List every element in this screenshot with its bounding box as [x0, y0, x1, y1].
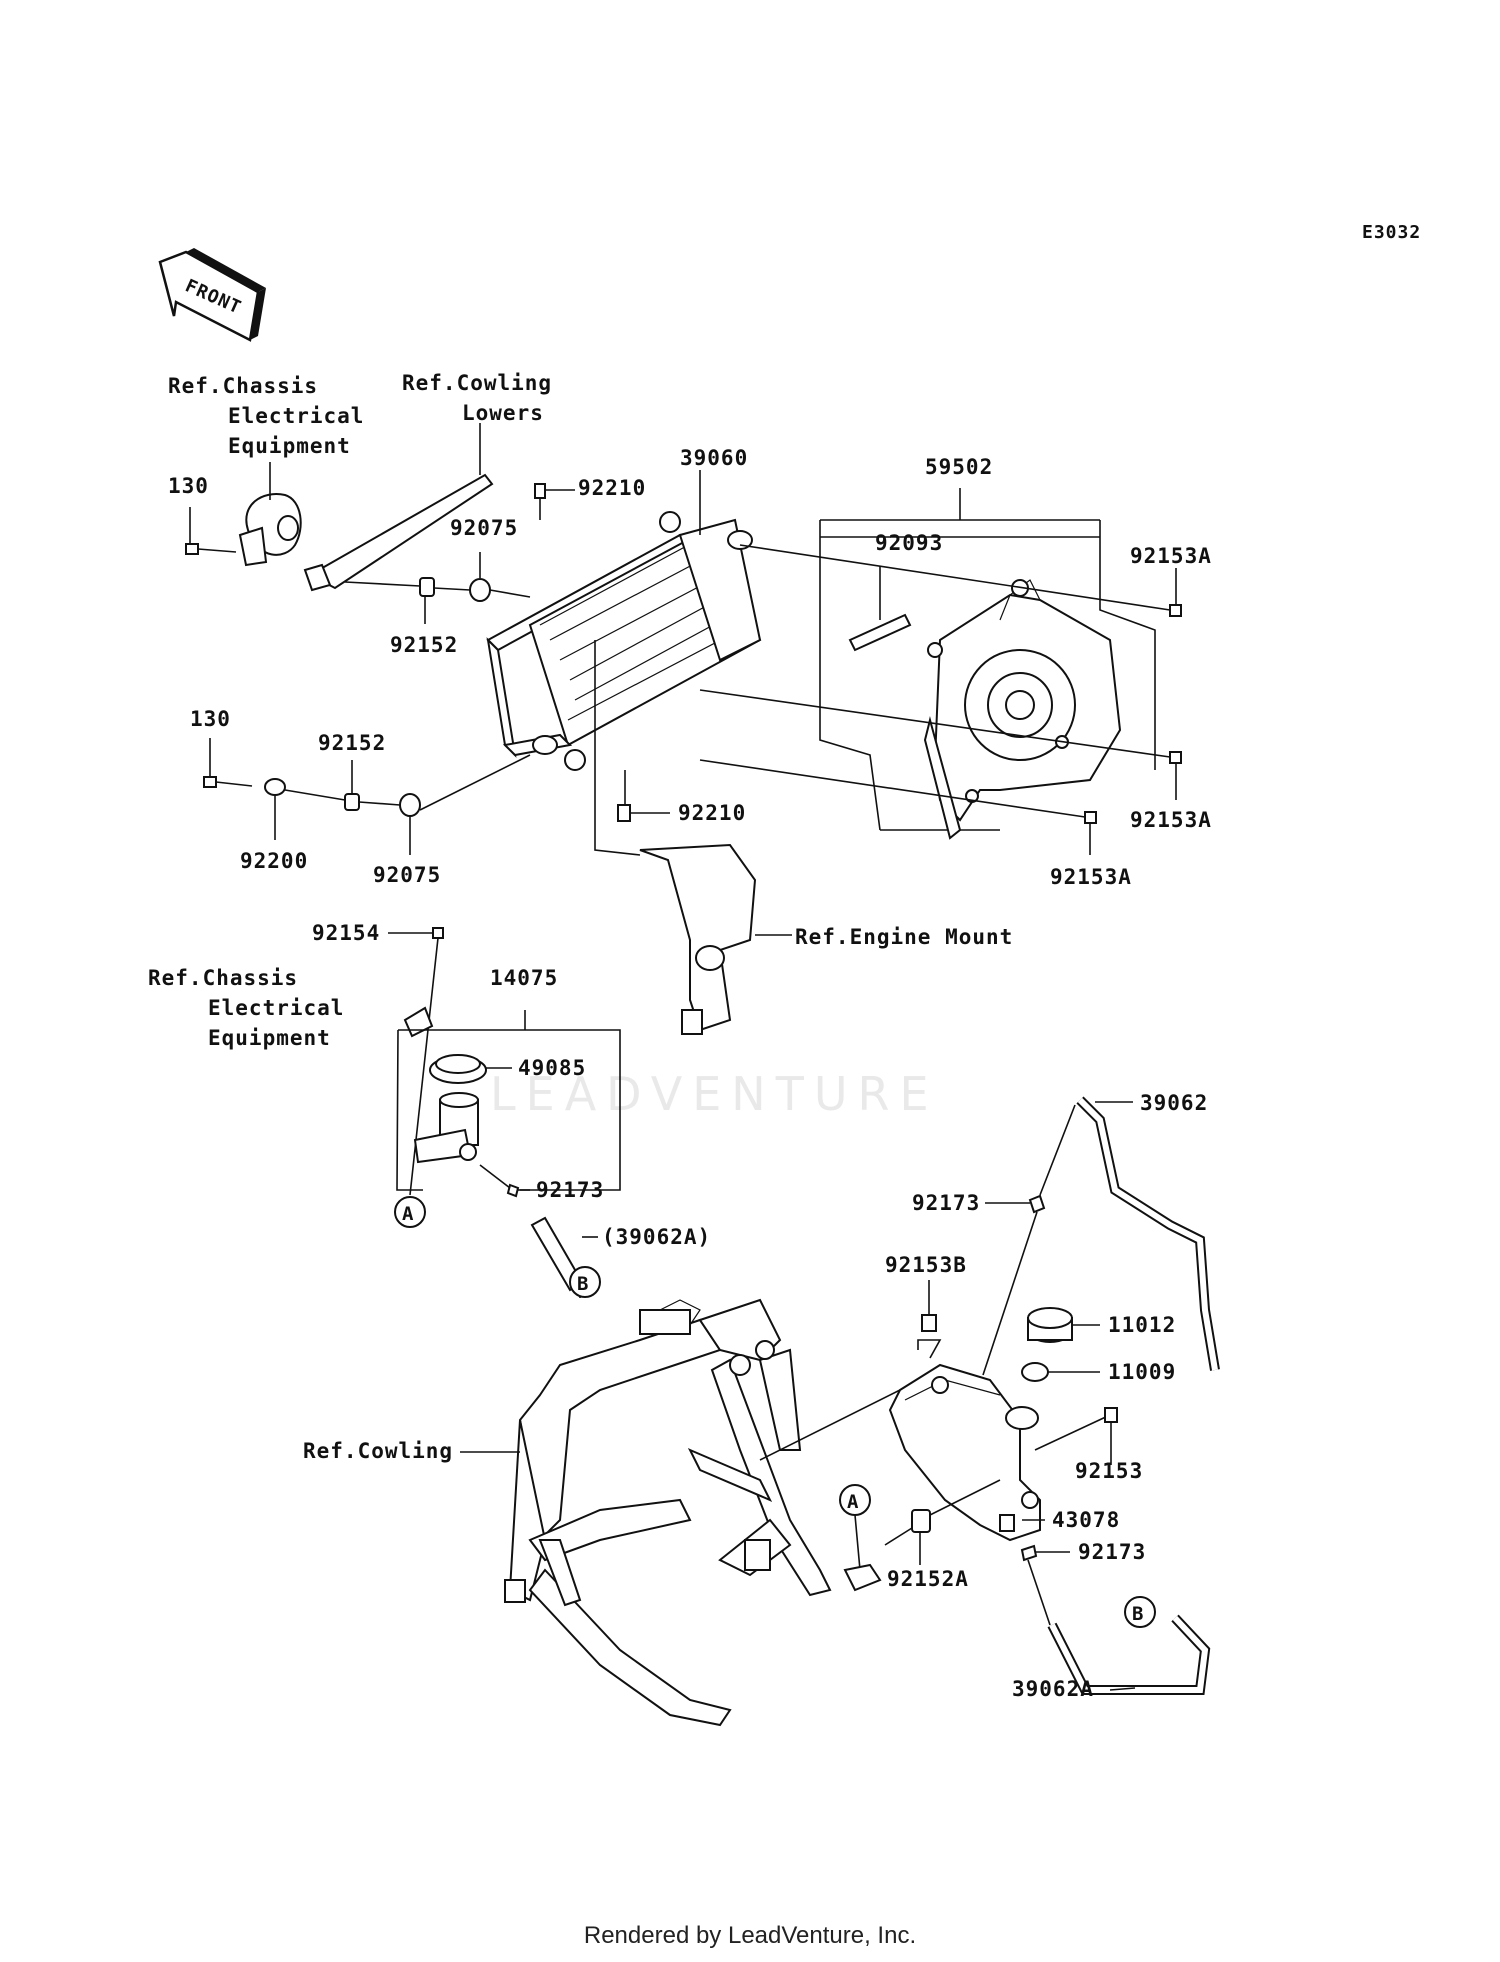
horn-part — [238, 493, 302, 567]
part-92153A-1: 92153A — [1130, 544, 1212, 568]
part-92173-c: 92173 — [1078, 1540, 1146, 1564]
seal-11009 — [1021, 1362, 1049, 1382]
part-39062: 39062 — [1140, 1091, 1208, 1115]
part-92075-top: 92075 — [450, 516, 518, 540]
reservoir-tank-part — [888, 1363, 1041, 1542]
part-92210-lower: 92210 — [678, 801, 746, 825]
ref-engine-mount: Ref.Engine Mount — [795, 925, 1013, 949]
clamp-92173-a — [506, 1183, 520, 1198]
part-92173-b: 92173 — [912, 1191, 980, 1215]
bolt-92153-part — [1034, 1407, 1118, 1451]
bracket-a-lower — [843, 1563, 882, 1592]
diagram-code: E3032 — [1362, 222, 1421, 243]
ref-cowling: Ref.Cowling — [303, 1439, 453, 1463]
bolt-130-lower-part — [203, 776, 253, 788]
filler-neck-part — [413, 1092, 479, 1164]
grommet-92075-top — [469, 578, 491, 602]
part-130-lower: 130 — [190, 707, 231, 731]
marker-b-2-text: B — [1132, 1603, 1144, 1625]
clip-92210-lower — [617, 804, 631, 822]
fan-assembly-part — [923, 579, 1122, 840]
part-130-top: 130 — [168, 474, 209, 498]
footer-credit: Rendered by LeadVenture, Inc. — [583, 1922, 917, 1949]
marker-a-1-text: A — [402, 1203, 414, 1225]
bolt-92153A-3 — [1084, 811, 1097, 824]
watermark: LEADVENTURE — [490, 1067, 939, 1121]
washer-92200 — [264, 778, 286, 796]
ref-chassis-mid-2: Electrical — [208, 996, 344, 1020]
ref-chassis-top-1: Ref.Chassis — [168, 374, 318, 398]
marker-a-2-text: A — [847, 1491, 859, 1513]
part-11012: 11012 — [1108, 1313, 1176, 1337]
seal-92093-part — [848, 613, 912, 652]
marker-b-1-text: B — [577, 1273, 589, 1295]
radiator-cap-part — [429, 1054, 487, 1084]
clip-92210-top — [534, 483, 546, 499]
clamp-92173-b — [1028, 1194, 1046, 1214]
grommet-92075-lower — [399, 793, 421, 817]
ref-chassis-top-3: Equipment — [228, 434, 351, 458]
bolt-92153A-2 — [1169, 751, 1182, 764]
marker-b-1 — [569, 1266, 601, 1298]
reservoir-cap-part — [1027, 1307, 1073, 1343]
part-59502: 59502 — [925, 455, 993, 479]
part-92153B: 92153B — [885, 1253, 967, 1277]
part-92093: 92093 — [875, 531, 943, 555]
part-49085: 49085 — [518, 1056, 586, 1080]
ref-cowling-lowers-1: Ref.Cowling — [402, 371, 552, 395]
part-43078: 43078 — [1052, 1508, 1120, 1532]
part-92200: 92200 — [240, 849, 308, 873]
bolt-130-part — [185, 543, 237, 555]
ref-chassis-top-2: Electrical — [228, 404, 364, 428]
part-92154: 92154 — [312, 921, 380, 945]
part-92210-top: 92210 — [578, 476, 646, 500]
bolt-92153B — [921, 1314, 937, 1332]
cowling-frame-part — [504, 1298, 832, 1727]
bolt-92153A-1 — [1169, 604, 1182, 617]
collar-92152-lower — [344, 793, 360, 811]
part-92152-lower: 92152 — [318, 731, 386, 755]
part-92152A: 92152A — [887, 1567, 969, 1591]
collar-92152-top — [419, 577, 435, 597]
bolt-92154 — [432, 927, 444, 939]
part-14075: 14075 — [490, 966, 558, 990]
ref-chassis-mid-1: Ref.Chassis — [148, 966, 298, 990]
part-92152-top: 92152 — [390, 633, 458, 657]
front-arrow-icon: FRONT — [158, 248, 266, 342]
radiator-part — [486, 511, 762, 771]
marker-b-2 — [1124, 1596, 1156, 1628]
collar-92152A-part — [884, 1509, 931, 1546]
clamp-92173-c — [1020, 1544, 1038, 1562]
ref-chassis-mid-3: Equipment — [208, 1026, 331, 1050]
part-11009: 11009 — [1108, 1360, 1176, 1384]
part-39060: 39060 — [680, 446, 748, 470]
part-92153A-2: 92153A — [1130, 808, 1212, 832]
ref-cowling-lowers-2: Lowers — [462, 401, 544, 425]
part-92153A-3: 92153A — [1050, 865, 1132, 889]
part-39062A: 39062A — [1012, 1677, 1094, 1701]
marker-a-1 — [394, 1196, 426, 1228]
engine-mount-bracket — [639, 843, 757, 1035]
cowling-lowers-bracket — [303, 473, 494, 592]
part-92153: 92153 — [1075, 1459, 1143, 1483]
part-92075-lower: 92075 — [373, 863, 441, 887]
part-39062A-paren: (39062A) — [602, 1225, 711, 1249]
part-92173-a: 92173 — [536, 1178, 604, 1202]
